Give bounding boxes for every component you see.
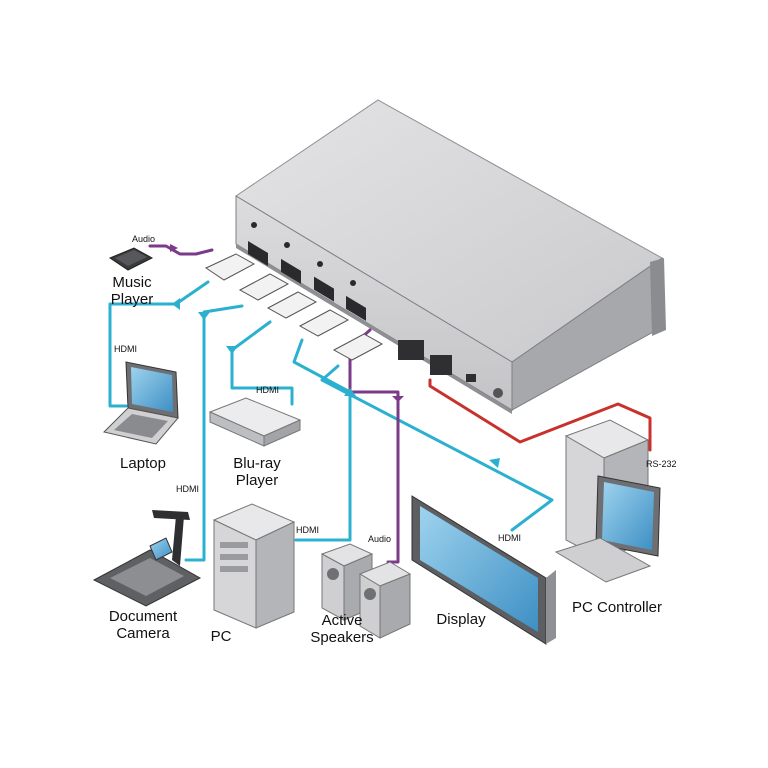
display-icon [411,495,556,645]
label-laptop: Laptop [120,455,166,472]
cable-label-rs232: RS-232 [646,459,677,469]
pc-tower-icon [212,503,296,629]
laptop-icon [103,361,179,445]
label-pc-controller: PC Controller [571,599,663,616]
label-bluray: Blu-ray Player [233,455,281,489]
hdmi-connectors [204,253,384,361]
pc-controller-icon [554,419,661,583]
cable-label-hdmi-laptop: HDMI [114,344,137,354]
cable-label-hdmi-doccam: HDMI [176,484,199,494]
cable-arrows [170,244,500,468]
cable-label-hdmi-pc: HDMI [296,525,319,535]
cable-label-audio-out: Audio [368,534,392,544]
cable-label-audio-in: Audio [132,234,156,244]
document-camera-icon [92,510,202,607]
music-player-icon [108,247,154,271]
label-document-camera: Document Camera [108,608,178,642]
cable-label-hdmi-display: HDMI [498,533,521,543]
cables [108,244,652,564]
label-speakers: Active Speakers [310,612,374,646]
switcher-ports [248,222,503,398]
speakers-icon [320,543,412,639]
label-music-player: Music Player [110,274,154,308]
cable-label-hdmi-bluray: HDMI [256,385,279,395]
label-display: Display [436,611,486,628]
label-pc: PC [210,628,232,645]
bluray-player-icon [208,397,302,447]
